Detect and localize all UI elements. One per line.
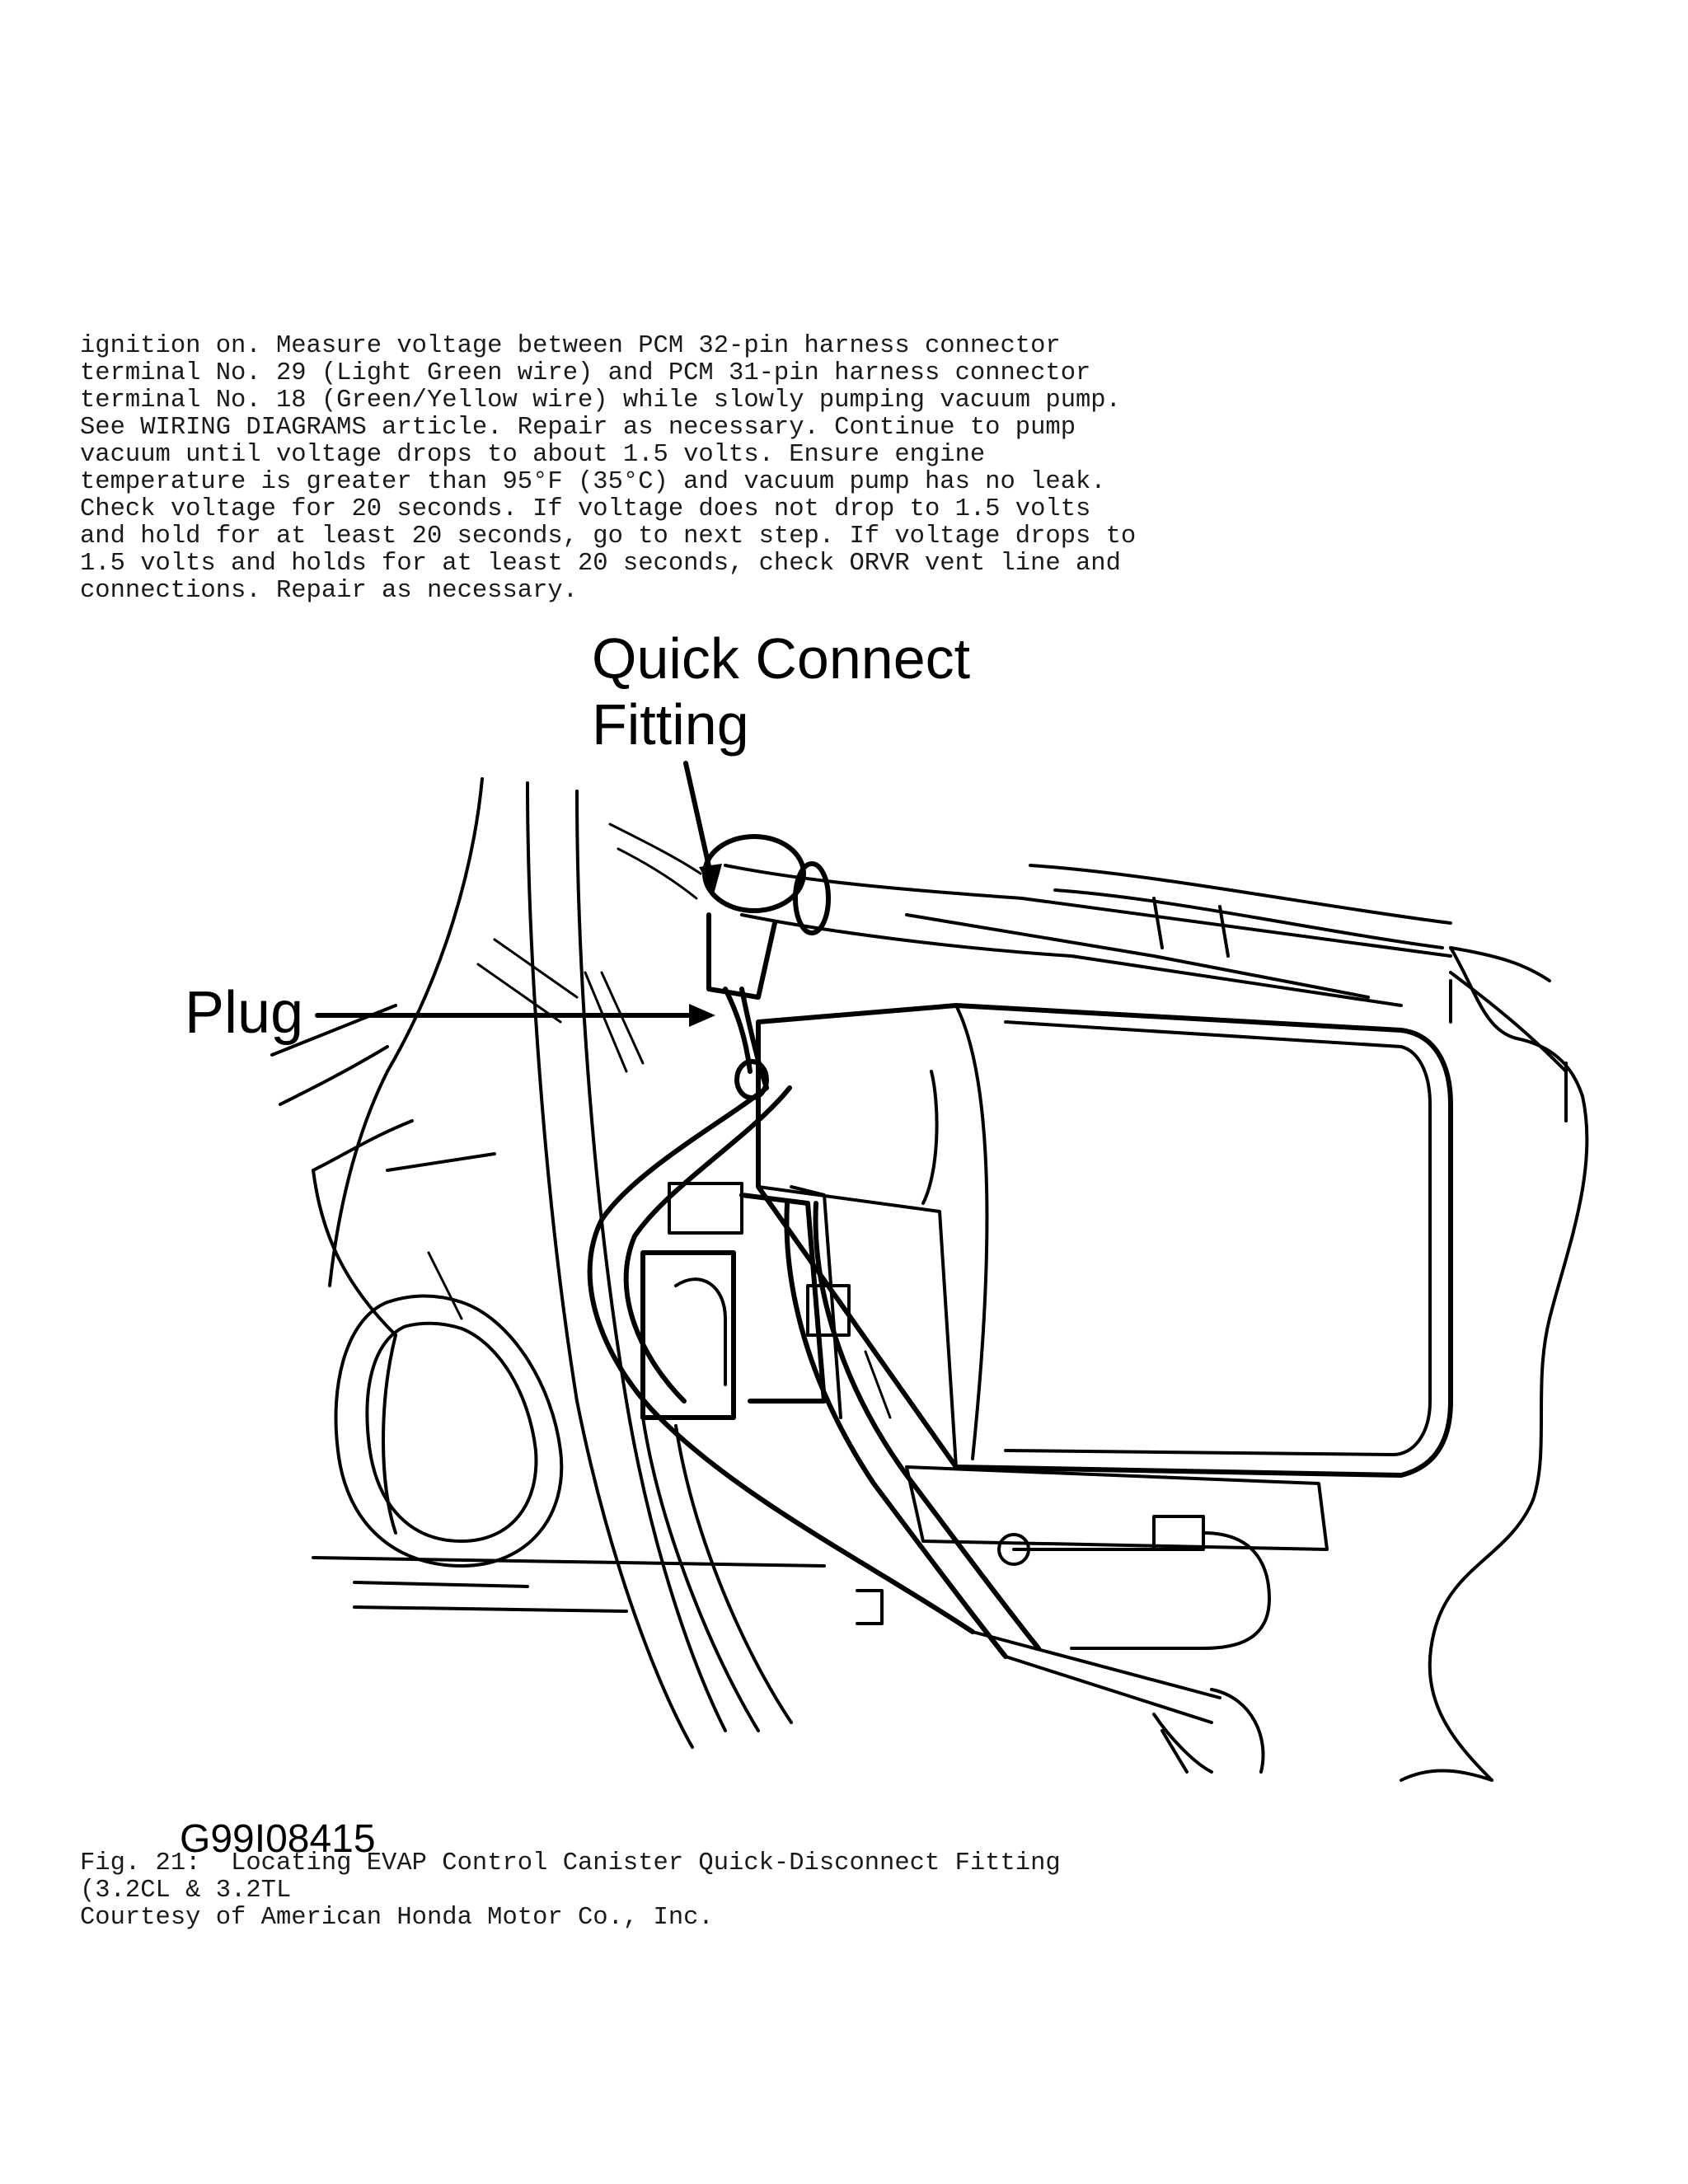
vent-hoses [587, 1085, 1221, 1732]
caption-credit: Courtesy of American Honda Motor Co., In… [80, 1904, 714, 1932]
quick-connect-fitting [702, 834, 831, 1090]
text-line: terminal No. 29 (Light Green wire) and P… [80, 359, 1091, 387]
text-line: ignition on. Measure voltage between PCM… [80, 332, 1061, 360]
caption-title: Fig. 21: Locating EVAP Control Canister … [80, 1849, 1061, 1877]
figure-caption: Fig. 21: Locating EVAP Control Canister … [80, 1850, 1061, 1932]
body-outline-right [1400, 946, 1589, 1782]
wiring-detail [427, 823, 892, 1419]
text-line: 1.5 volts and holds for at least 20 seco… [80, 550, 1121, 578]
quick-connect-label: Quick Connect [592, 626, 970, 691]
text-line: vacuum until voltage drops to about 1.5 … [80, 441, 986, 469]
text-line: terminal No. 18 (Green/Yellow wire) whil… [80, 387, 1121, 415]
text-line: See WIRING DIAGRAMS article. Repair as n… [80, 414, 1076, 442]
text-line: and hold for at least 20 seconds, go to … [80, 523, 1137, 551]
plug-label: Plug [185, 980, 303, 1046]
text-line: connections. Repair as necessary. [80, 577, 578, 605]
upper-hoses [724, 864, 1551, 1007]
caption-models: (3.2CL & 3.2TL [80, 1877, 292, 1905]
text-line: temperature is greater than 95°F (35°C) … [80, 468, 1106, 496]
text-line: Check voltage for 20 seconds. If voltage… [80, 495, 1091, 523]
plug-arrow [315, 1004, 715, 1027]
engine-frame-outline [270, 777, 826, 1749]
fitting-label: Fitting [592, 692, 749, 757]
figure-id: G99I08415 [180, 1817, 376, 1861]
instruction-text: ignition on. Measure voltage between PCM… [80, 333, 1136, 605]
lower-bracket [856, 1465, 1329, 1774]
